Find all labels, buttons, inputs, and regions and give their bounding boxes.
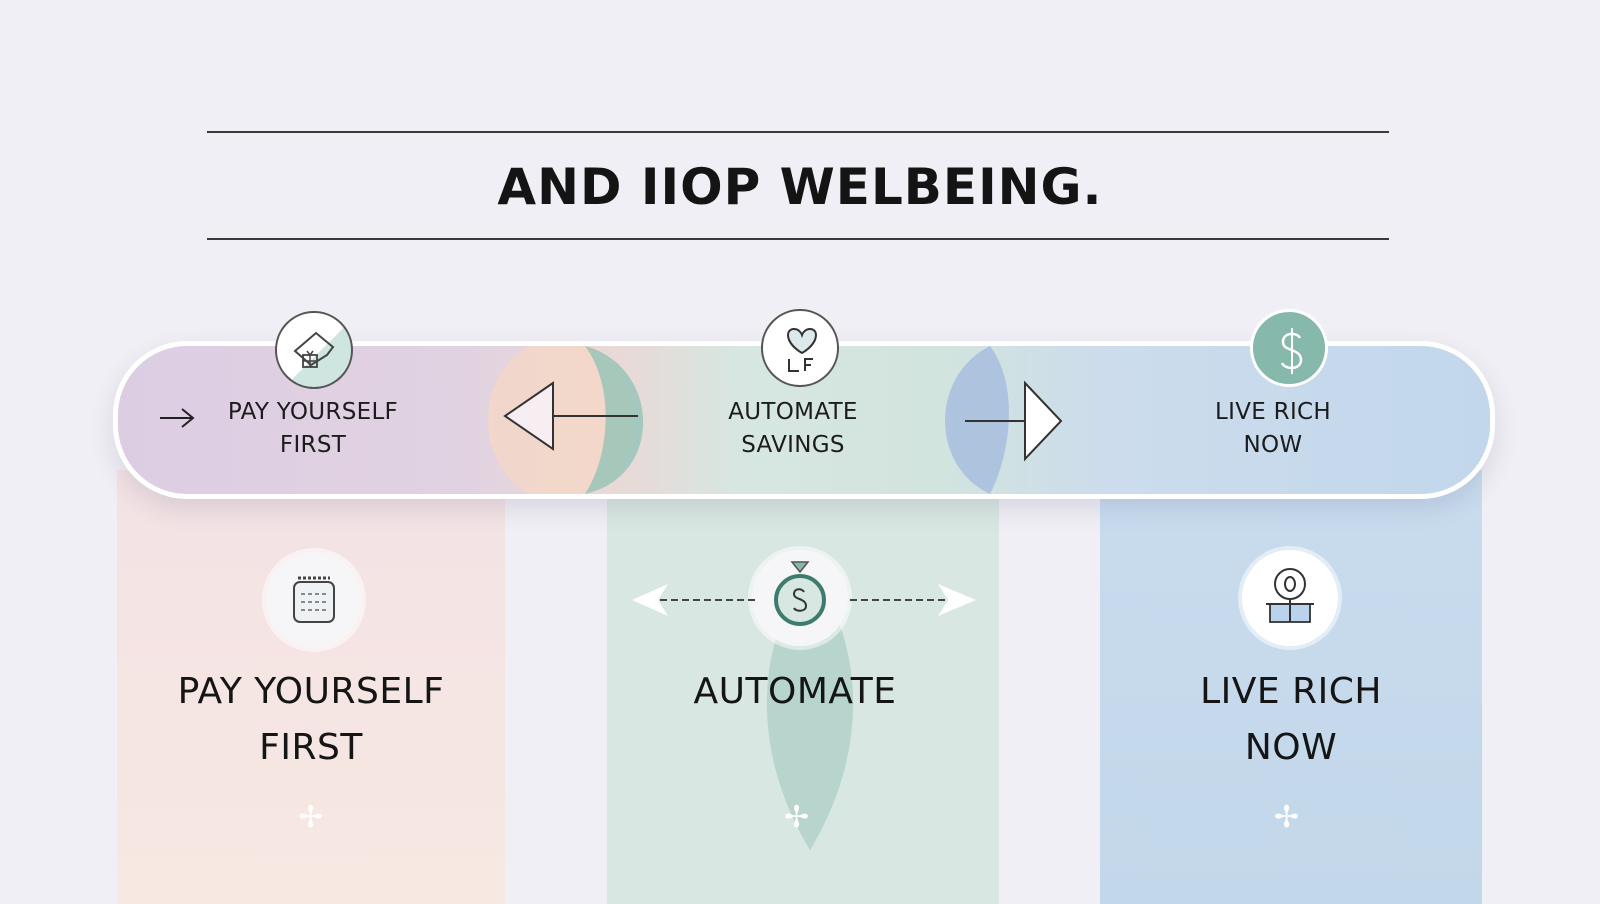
banner-step-3-line2: NOW [1243,432,1303,458]
house-gift-icon [275,311,353,389]
column-2-title: AUTOMATE [595,664,995,720]
top-divider [207,131,1389,133]
dashed-arrow-left-icon [632,584,755,616]
dashed-arrow-right-icon [850,584,976,616]
bottom-divider [207,238,1389,240]
banner-step-3-label: LIVE RICH NOW [1173,396,1373,462]
arrow-right-small-icon [160,408,195,428]
banner-step-1-line2: FIRST [279,432,347,458]
sparkle-icon: ✢ [1274,801,1300,834]
heart-icon [761,309,839,387]
money-bag-icon [752,550,848,646]
banner-step-1-label: PAY YOURSELF FIRST [213,396,413,462]
arrow-left-large-icon [503,381,638,451]
column-live-rich-now [1100,470,1482,904]
jar-icon [266,552,362,648]
banner-step-1-line1: PAY YOURSELF [227,399,399,425]
column-2-title-line1: AUTOMATE [693,671,897,712]
column-1-title-line2: FIRST [259,727,363,768]
sparkle-icon: ✢ [298,801,324,834]
banner-step-2-line1: AUTOMATE [728,399,858,425]
blob-peach-teal [488,346,644,494]
column-3-title: LIVE RICH NOW [1100,664,1482,776]
column-1-title: PAY YOURSELF FIRST [117,664,505,776]
column-3-title-line2: NOW [1244,727,1338,768]
page-title: AND IIOP WELBEING. [497,158,1103,216]
banner-step-2-line2: SAVINGS [741,432,845,458]
sparkle-icon: ✢ [784,801,810,834]
column-1-title-line1: PAY YOURSELF [177,671,445,712]
dollar-icon [1250,309,1328,387]
lightbulb-gift-icon [1242,550,1338,646]
arrow-right-large-icon [965,380,1063,462]
column-pay-yourself-first [117,470,505,904]
banner-step-2-label: AUTOMATE SAVINGS [693,396,893,462]
banner-step-3-line1: LIVE RICH [1215,399,1331,425]
column-3-title-line1: LIVE RICH [1200,671,1382,712]
